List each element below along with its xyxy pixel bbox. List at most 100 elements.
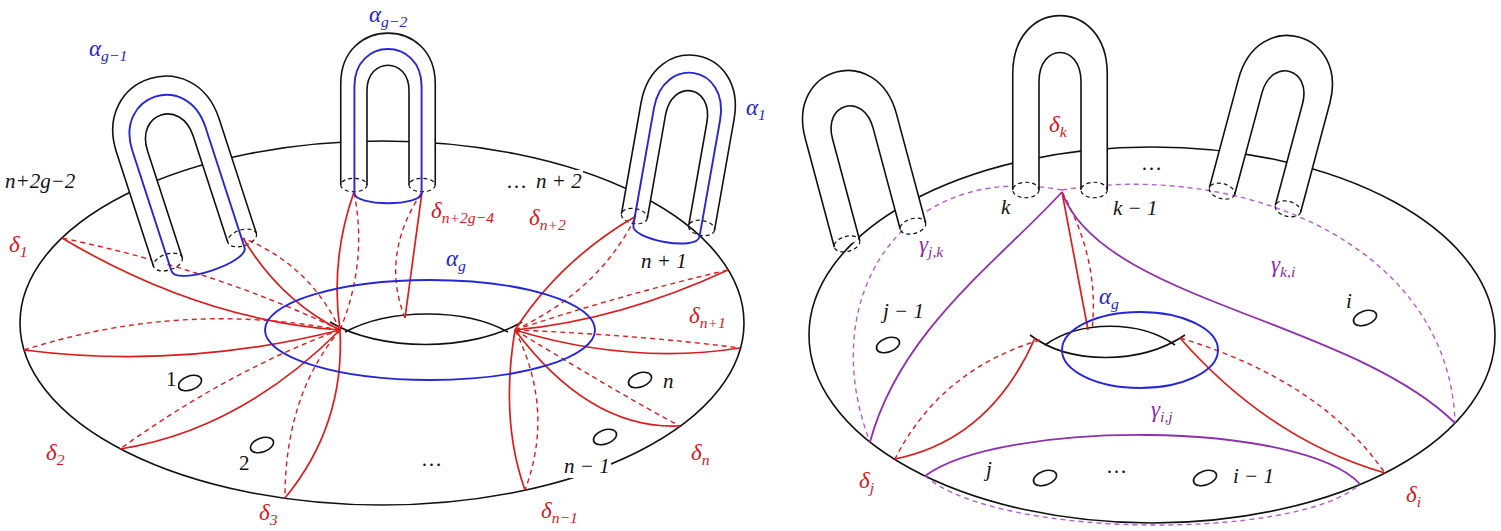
delta-curve-back — [340, 192, 359, 330]
label-subscript: 3 — [270, 511, 278, 528]
label-subscript: i — [1417, 493, 1421, 510]
delta-curve — [1062, 192, 1088, 330]
label-subscript: k — [1060, 123, 1067, 140]
curve-label: αg−2 — [368, 2, 408, 27]
label-base: δ — [691, 440, 702, 465]
label-text: i − 1 — [1233, 464, 1274, 488]
label-base: α — [746, 95, 758, 120]
curve-label: δ2 — [45, 440, 66, 465]
ellipsis-label: … — [1105, 455, 1128, 478]
handle-tube — [620, 48, 744, 238]
handle-tube — [1207, 25, 1344, 220]
curve-label: δ3 — [258, 500, 279, 525]
label-text: … — [506, 169, 527, 193]
label-text: … — [1106, 454, 1127, 478]
delta-curve — [895, 338, 1035, 459]
puncture — [591, 426, 618, 447]
curve-label: δ1 — [8, 232, 29, 257]
delta-curve-back — [515, 270, 728, 330]
alpha-curve — [631, 67, 727, 247]
puncture — [1031, 467, 1058, 488]
label-text: j − 1 — [883, 299, 924, 323]
label-base: δ — [431, 198, 442, 223]
delta-curve-back — [396, 192, 422, 318]
ellipsis-label: … — [1140, 152, 1163, 175]
delta-curve — [405, 192, 422, 318]
curve-label: δn+2 — [528, 205, 567, 230]
boundary-label: n + 1 — [640, 250, 688, 273]
curve-back — [925, 476, 1360, 525]
label-base: α — [446, 246, 458, 271]
delta-curve — [285, 330, 340, 498]
label-text: k — [1001, 195, 1010, 219]
delta-curve-back — [24, 319, 340, 350]
handle-tube — [1013, 16, 1108, 198]
delta-curve — [120, 330, 340, 449]
label-text: j — [986, 457, 992, 481]
puncture — [874, 334, 901, 355]
alpha-curve — [1062, 312, 1218, 388]
delta-curve — [24, 330, 340, 357]
label-subscript: n−1 — [552, 509, 578, 526]
curve-label: δk — [1048, 112, 1068, 137]
alpha-curve — [119, 85, 249, 283]
label-subscript: g−1 — [101, 47, 127, 64]
puncture-label: i − 1 — [1232, 465, 1275, 488]
label-subscript: 1 — [20, 243, 28, 260]
label-base: γ — [919, 232, 928, 257]
label-base: γ — [1271, 252, 1280, 277]
curve-label: αg−1 — [88, 36, 128, 61]
curve-back — [895, 340, 1040, 459]
puncture — [1351, 307, 1378, 328]
delta-curve — [515, 330, 680, 426]
delta-curve-back — [62, 238, 340, 330]
curve-back — [1062, 192, 1093, 330]
label-text: k − 1 — [1113, 196, 1158, 220]
label-text: 2 — [239, 451, 250, 475]
label-base: δ — [1406, 482, 1417, 507]
delta-curve — [509, 330, 525, 490]
delta-curve — [515, 330, 740, 354]
puncture — [1191, 467, 1218, 488]
curve-back — [1062, 184, 1455, 423]
delta-curve — [243, 238, 340, 330]
puncture — [874, 307, 1378, 488]
label-base: δ — [46, 440, 57, 465]
label-base: α — [369, 2, 381, 27]
right-surface — [791, 16, 1495, 525]
puncture-label: j − 1 — [882, 300, 925, 323]
label-subscript: g — [1111, 295, 1119, 312]
delta-curve-back — [24, 192, 740, 498]
gamma-curve — [925, 435, 1360, 484]
gamma-curve — [870, 192, 1062, 442]
label-subscript: i,j — [1160, 408, 1173, 425]
curve-label: α1 — [745, 95, 767, 120]
ellipsis-label: … — [505, 170, 528, 193]
curve-label: γk,i — [1270, 252, 1296, 277]
puncture-label: j — [985, 458, 993, 481]
label-text: … — [421, 447, 442, 471]
label-base: δ — [689, 303, 700, 328]
label-text: … — [1141, 151, 1162, 175]
label-subscript: g−2 — [381, 13, 407, 30]
label-subscript: g — [458, 257, 466, 274]
gamma-curve — [1062, 192, 1455, 423]
label-base: α — [89, 36, 101, 61]
label-subscript: n+2g−4 — [442, 209, 494, 226]
alpha-curve — [354, 49, 421, 203]
delta-curve — [62, 238, 340, 330]
label-subscript: 1 — [758, 106, 766, 123]
curve-label: δn — [690, 440, 711, 465]
label-text: n + 2 — [536, 169, 582, 193]
label-subscript: n+1 — [700, 314, 726, 331]
curve-label: γj,k — [918, 232, 944, 257]
left-surface — [345, 314, 508, 332]
delta-curve — [1180, 338, 1385, 473]
curve-label: γi,j — [1150, 397, 1174, 422]
curve-label: δn+2g−4 — [430, 198, 495, 223]
label-subscript: 2 — [57, 451, 65, 468]
right-surface — [1030, 335, 1185, 358]
curve-label: αg — [445, 246, 467, 271]
boundary-label: n + 2 — [535, 170, 583, 193]
